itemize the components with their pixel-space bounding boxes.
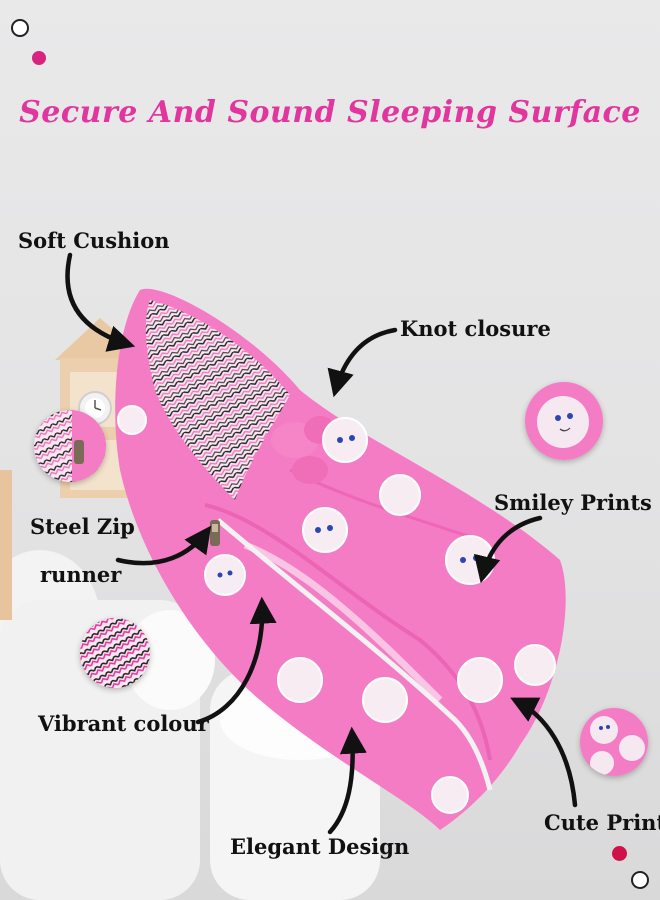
label-soft-cushion: Soft Cushion xyxy=(18,228,170,253)
arrow-soft-cushion xyxy=(65,252,136,352)
label-cute-prints: Cute Prints xyxy=(544,810,660,835)
zip-runner xyxy=(210,520,220,546)
label-smiley-prints: Smiley Prints xyxy=(494,490,652,515)
smiley-detail-image xyxy=(525,382,603,460)
arrow-knot-closure xyxy=(327,327,398,398)
label-steel-zip: Steel Zip xyxy=(30,514,135,539)
arrow-smiley-prints xyxy=(473,515,543,584)
label-vibrant-colour: Vibrant colour xyxy=(38,711,209,736)
arrow-elegant-design xyxy=(327,726,367,835)
magenta-dot-top-left xyxy=(32,51,46,65)
sofa xyxy=(0,550,380,900)
page-title: Secure And Sound Sleeping Surface xyxy=(19,95,641,130)
cute-prints-thumb xyxy=(580,708,648,776)
smiley-prints xyxy=(117,405,556,814)
arrow-cute-prints xyxy=(510,697,578,808)
arrow-steel-zip xyxy=(115,525,212,566)
knot-bow xyxy=(271,416,336,484)
red-dot-bottom-right xyxy=(612,846,627,861)
ring-dot-top-left xyxy=(11,19,29,37)
vibrant-colour-image xyxy=(80,618,150,688)
label-elegant-design: Elegant Design xyxy=(230,834,410,859)
label-zip-runner: runner xyxy=(40,562,122,587)
cute-prints-image xyxy=(580,708,648,776)
arrow-vibrant-colour xyxy=(195,596,277,725)
wooden-frame xyxy=(0,470,12,620)
ring-dot-bottom-right xyxy=(631,871,649,889)
smiley-detail-thumb xyxy=(525,382,603,460)
vibrant-colour-thumb xyxy=(80,618,150,688)
label-knot-closure: Knot closure xyxy=(400,316,551,341)
